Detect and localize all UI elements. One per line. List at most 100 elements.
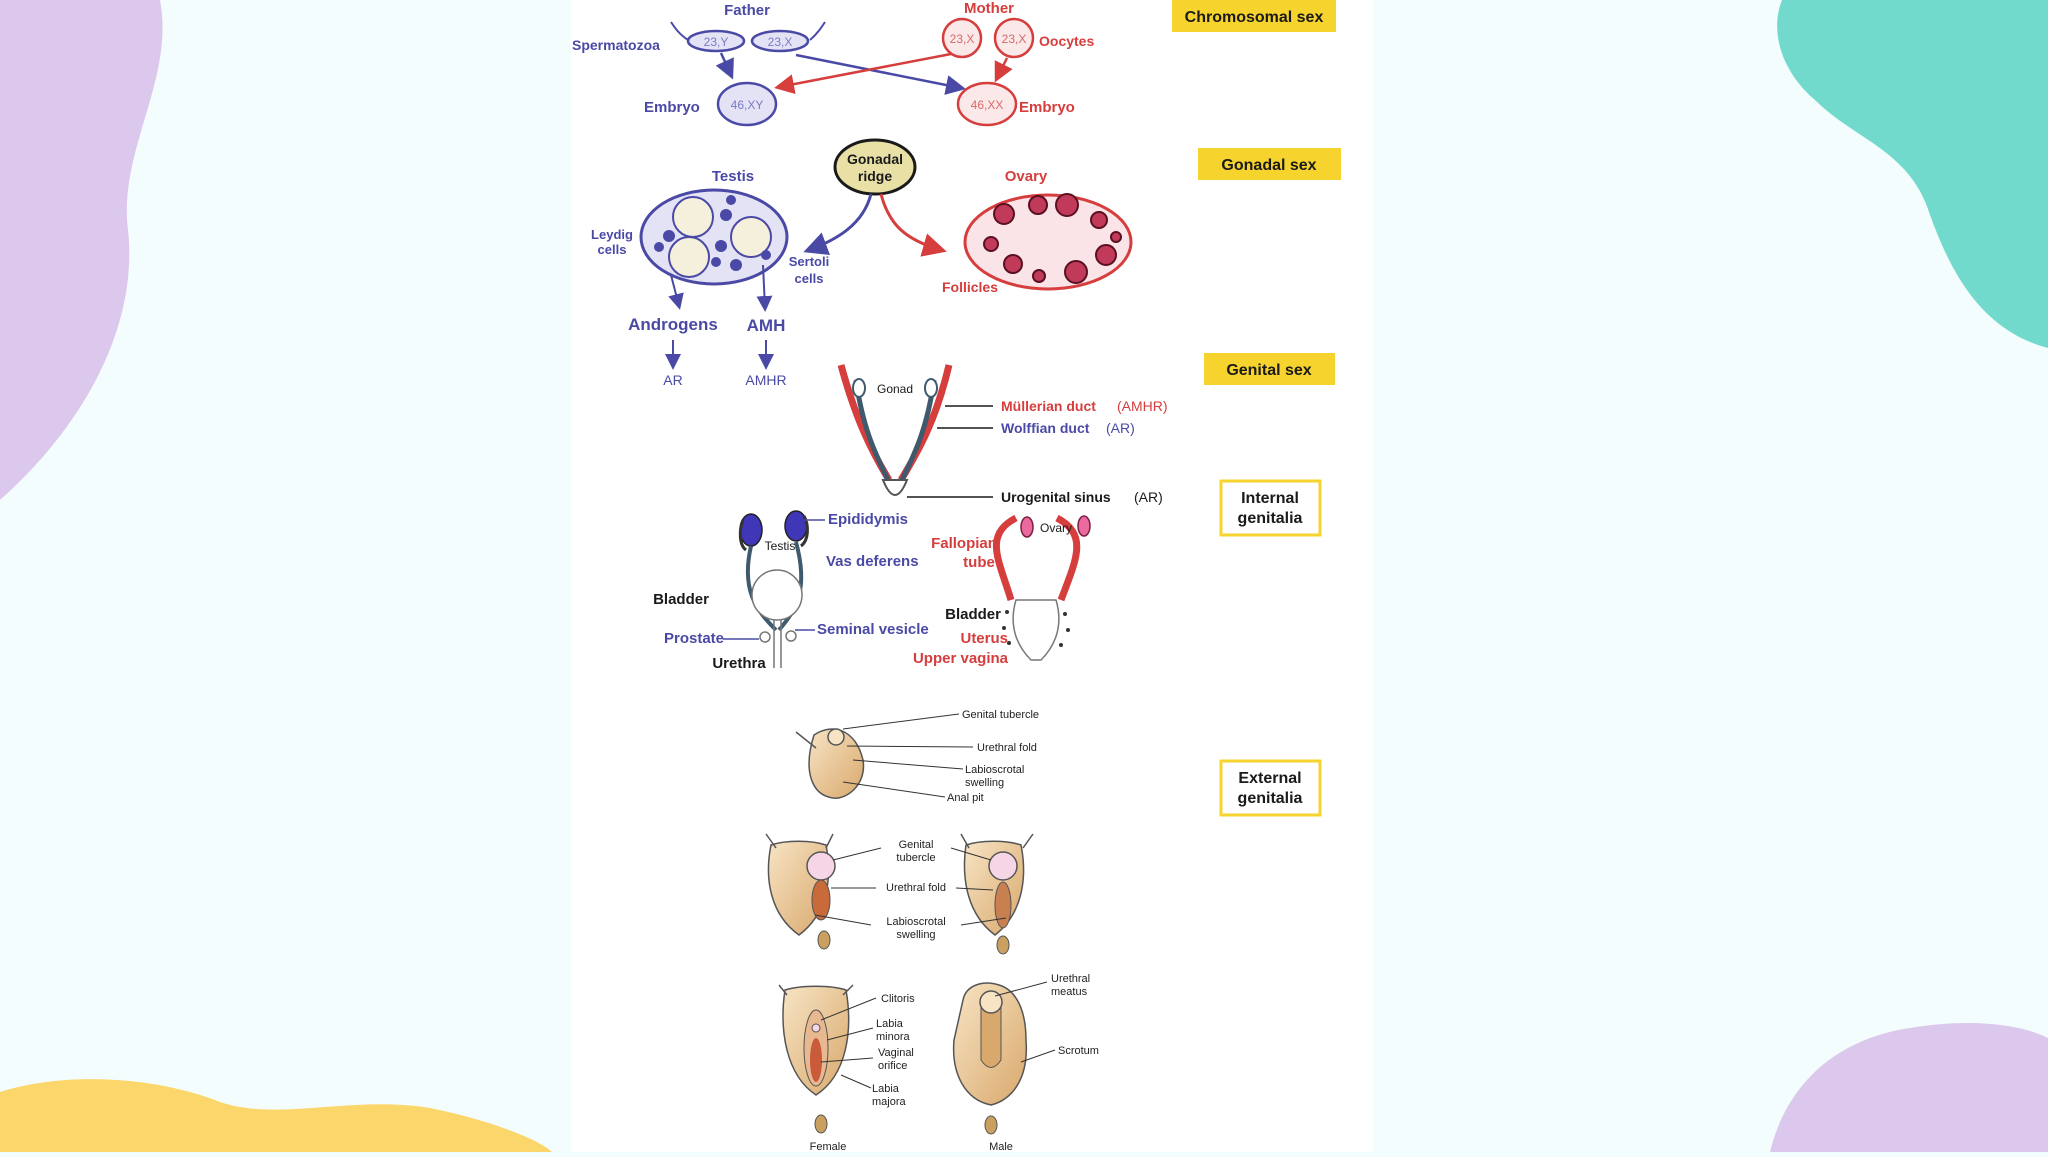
- stage-internal-line2: genitalia: [1238, 510, 1303, 527]
- anal-pit-label: Anal pit: [947, 792, 984, 804]
- indiff-swelling-line1: Labioscrotal: [965, 764, 1024, 776]
- fallopian-line1: Fallopian: [931, 535, 997, 552]
- chromosomal-section: Father Mother Spermatozoa Oocytes 23,Y 2…: [572, 0, 1094, 127]
- embryo-male-label: Embryo: [644, 99, 700, 116]
- stage-label-gonadal: Gonadal sex: [1198, 148, 1341, 180]
- mid-tubercle-line1: Genital: [899, 839, 934, 851]
- father-label: Father: [724, 2, 770, 19]
- labia-minora-line2: minora: [876, 1031, 911, 1043]
- vaginal-orifice-line2: orifice: [878, 1060, 907, 1072]
- labia-majora-line2: majora: [872, 1096, 907, 1108]
- gonadal-section: Gonadal ridge Testis Leydig cells Sertol…: [591, 138, 1133, 388]
- stage-internal-line1: Internal: [1241, 490, 1299, 507]
- spermatozoa-label: Spermatozoa: [572, 37, 660, 53]
- vaginal-orifice-line1: Vaginal: [878, 1047, 914, 1059]
- embryo-male-cell: [716, 81, 778, 127]
- wolffian-receptor: (AR): [1106, 420, 1135, 436]
- clitoris-label: Clitoris: [881, 993, 915, 1005]
- testis-label: Testis: [712, 168, 754, 185]
- indiff-swelling-line2: swelling: [965, 777, 1004, 789]
- embryo-female-text: 46,XX: [971, 98, 1004, 112]
- urethral-meatus-line2: meatus: [1051, 986, 1088, 998]
- ar-label: AR: [663, 372, 682, 388]
- internal-testis-label: Testis: [765, 539, 796, 553]
- urogenital-label: Urogenital sinus: [1001, 489, 1111, 505]
- leydig-line1: Leydig: [591, 227, 633, 242]
- amhr-label: AMHR: [745, 372, 786, 388]
- labia-minora-line1: Labia: [876, 1018, 904, 1030]
- embryo-male-text: 46,XY: [731, 98, 764, 112]
- external-indifferent-stage: Genital tubercle Urethral fold Labioscro…: [795, 709, 1039, 804]
- teal-blob-top-right: [1777, 0, 2048, 348]
- sperm-y-cell: [686, 29, 746, 53]
- sex-determination-figure: Chromosomal sex Gonadal sex Genital sex …: [571, 0, 1373, 1153]
- labia-majora-line1: Labia: [872, 1083, 900, 1095]
- oocytes-label: Oocytes: [1039, 33, 1094, 49]
- bladder-female-label: Bladder: [945, 606, 1001, 623]
- indiff-tubercle-label: Genital tubercle: [962, 709, 1039, 721]
- urogenital-receptor: (AR): [1134, 489, 1163, 505]
- urethra-label: Urethra: [712, 655, 766, 672]
- oocyte-2: [993, 17, 1035, 59]
- female-internal-genitalia: Ovary Fallopian tube Bladder Uterus Uppe…: [913, 514, 1091, 667]
- ovary-label: Ovary: [1005, 168, 1048, 185]
- bladder-male-label: Bladder: [653, 591, 709, 608]
- follicles-label: Follicles: [942, 279, 998, 295]
- sperm-x-cell: [750, 29, 810, 53]
- sertoli-line2: cells: [795, 271, 824, 286]
- uterus-label: Uterus: [960, 630, 1008, 647]
- oocyte-1: [941, 17, 983, 59]
- stage-label-chromosomal: Chromosomal sex: [1172, 0, 1336, 32]
- upper-vagina-label: Upper vagina: [913, 650, 1009, 667]
- sex-determination-diagram: Chromosomal sex Gonadal sex Genital sex …: [572, 0, 1341, 1153]
- purple-blob-top-left: [0, 0, 163, 500]
- mother-label: Mother: [964, 0, 1014, 17]
- androgens-label: Androgens: [628, 315, 718, 334]
- undifferentiated-ducts: Gonad Müllerian duct (AMHR) Wolffian duc…: [837, 364, 1168, 505]
- fallopian-line2: tube: [963, 554, 995, 571]
- mid-fold-label: Urethral fold: [886, 882, 946, 894]
- sertoli-line1: Sertoli: [789, 254, 829, 269]
- vas-deferens-label: Vas deferens: [826, 553, 919, 570]
- external-male-stage: Urethral meatus Scrotum Male: [952, 973, 1099, 1153]
- mid-tubercle-line2: tubercle: [896, 852, 935, 864]
- gonadal-ridge-line1: Gonadal: [847, 151, 903, 167]
- stage-external-line2: genitalia: [1238, 790, 1303, 807]
- external-intermediate-stage: Genital tubercle Urethral fold Labioscro…: [765, 833, 1034, 955]
- epididymis-label: Epididymis: [828, 511, 908, 528]
- sperm-y-text: 23,Y: [704, 35, 729, 49]
- male-caption: Male: [989, 1141, 1013, 1152]
- oocyte-1-text: 23,X: [950, 32, 975, 46]
- mid-swelling-line2: swelling: [896, 929, 935, 941]
- gonad-label: Gonad: [877, 382, 913, 396]
- yellow-blob-bottom-left: [0, 1079, 552, 1152]
- oocyte-2-text: 23,X: [1002, 32, 1027, 46]
- urethral-meatus-line1: Urethral: [1051, 973, 1090, 985]
- stage-chromosomal-text: Chromosomal sex: [1185, 9, 1324, 26]
- stage-genital-text: Genital sex: [1226, 362, 1311, 379]
- embryo-female-label: Embryo: [1019, 99, 1075, 116]
- indiff-fold-label: Urethral fold: [977, 742, 1037, 754]
- internal-ovary-label: Ovary: [1040, 521, 1072, 535]
- stage-gonadal-text: Gonadal sex: [1221, 157, 1316, 174]
- scrotum-label: Scrotum: [1058, 1045, 1099, 1057]
- gonadal-ridge-line2: ridge: [858, 168, 892, 184]
- stage-external-line1: External: [1238, 770, 1301, 787]
- wolffian-label: Wolffian duct: [1001, 420, 1090, 436]
- mullerian-label: Müllerian duct: [1001, 398, 1096, 414]
- mullerian-receptor: (AMHR): [1117, 398, 1168, 414]
- amh-label: AMH: [747, 316, 786, 335]
- stage-label-genital: Genital sex: [1204, 353, 1335, 385]
- mid-swelling-line1: Labioscrotal: [886, 916, 945, 928]
- stage-label-external: External genitalia: [1219, 759, 1322, 817]
- leydig-line2: cells: [598, 242, 627, 257]
- stage-label-internal: Internal genitalia: [1219, 479, 1322, 537]
- embryo-female-cell: [956, 81, 1018, 127]
- external-female-stage: Clitoris Labia minora Vaginal orifice La…: [778, 984, 915, 1153]
- female-caption: Female: [810, 1141, 847, 1152]
- purple-blob-bottom-right: [1770, 1023, 2048, 1152]
- seminal-vesicle-label: Seminal vesicle: [817, 621, 929, 638]
- sperm-x-text: 23,X: [768, 35, 793, 49]
- gonadal-ridge-node: [833, 138, 917, 196]
- male-internal-genitalia: Testis Epididymis Vas deferens Bladder P…: [653, 510, 929, 672]
